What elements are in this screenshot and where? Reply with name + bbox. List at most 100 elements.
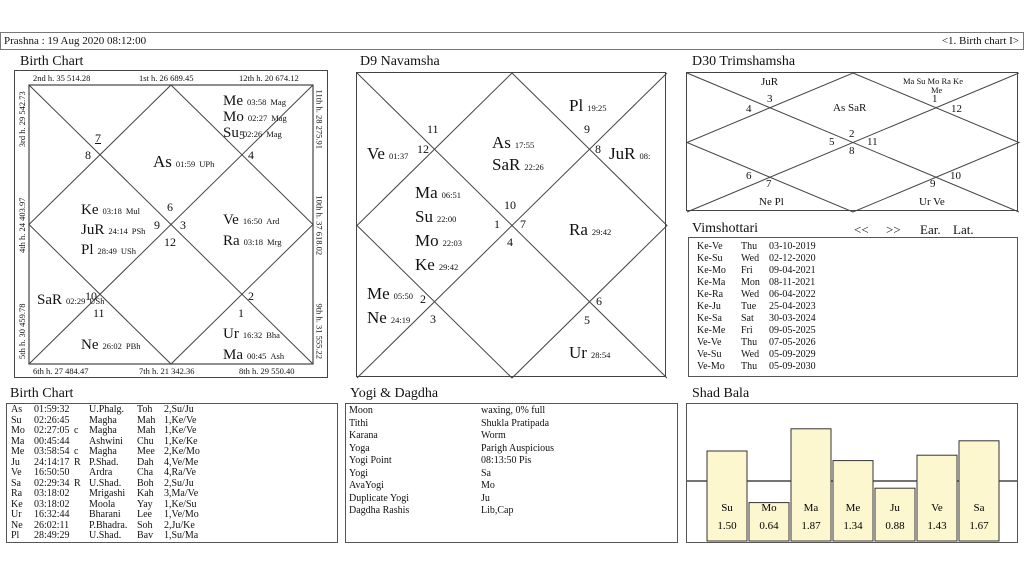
yogi-cell: 08:13:50 Pis — [481, 455, 532, 466]
planet-ur[interactable]: Ur 16:32 Bha — [223, 326, 280, 342]
planet-cell: 03:18:02 — [34, 488, 70, 499]
dasha-cell: Wed — [741, 253, 760, 264]
planet-pl[interactable]: Pl 19:25 — [569, 96, 607, 115]
planet-cell: P.Shad. — [89, 456, 119, 468]
chart-selector[interactable]: <1. Birth chart I> — [941, 35, 1019, 47]
dasha-cell: Thu — [741, 241, 758, 252]
yogi-cell: Tithi — [349, 417, 369, 429]
planet-cell: Ju — [11, 456, 20, 468]
planet-cell: Ur — [11, 509, 22, 520]
d9-chart-lines — [356, 72, 668, 379]
dasha-cell: Ke-Mo — [697, 265, 726, 276]
shad-bala-bar — [790, 428, 832, 542]
planet-cell: R — [74, 477, 81, 489]
house-number: 5 — [239, 128, 245, 142]
planet-ve[interactable]: Ve 01:37 — [367, 144, 409, 163]
planet-ne[interactable]: Ne 26:02 PBh — [81, 337, 141, 353]
dasha-cell: 03-10-2019 — [769, 241, 816, 252]
house-number: 1 — [494, 217, 500, 231]
d30-label: Me — [931, 85, 943, 95]
next-dasha-button[interactable]: >> — [886, 222, 901, 237]
planet-sa[interactable]: SaR 22:26 — [492, 155, 544, 174]
planet-ju[interactable]: JuR 08: — [609, 144, 651, 163]
yogi-cell: Duplicate Yogi — [349, 492, 409, 504]
planet-cell: 00:45:44 — [34, 435, 70, 447]
house-number: 7 — [95, 131, 101, 145]
birth-chart[interactable]: 2nd h. 35 514.28 1st h. 26 689.45 12th h… — [14, 70, 328, 378]
planet-ke[interactable]: Ke 03:18 Mul — [81, 202, 141, 218]
planet-ra[interactable]: Ra 29:42 — [569, 220, 612, 239]
house-number: 12 — [951, 103, 962, 115]
planet-sa[interactable]: SaR 02:29 USh — [37, 292, 105, 308]
planet-cell: Mee — [137, 446, 155, 457]
planet-ma[interactable]: Ma 06:51 — [415, 183, 462, 202]
d9-chart[interactable]: 11 12 9 8 10 1 7 4 2 3 6 5 Pl 19:25 As 1… — [356, 72, 668, 379]
planet-cell: c — [74, 425, 79, 436]
shad-bala-bar — [916, 454, 958, 542]
planet-ju[interactable]: JuR 24:14 PSh — [81, 222, 146, 238]
planet-mo[interactable]: Mo 02:27 Mag — [223, 109, 287, 125]
dasha-cell: Ke-Ju — [697, 301, 721, 312]
planet-cell: U.Shad. — [89, 530, 122, 541]
ascendant[interactable]: As 17:55 — [492, 133, 535, 152]
later-button[interactable]: Lat. — [953, 222, 974, 237]
planet-cell: R — [74, 456, 81, 468]
planet-ra[interactable]: Ra 03:18 Mrg — [223, 233, 282, 249]
planet-ve[interactable]: Ve 16:50 Ard — [223, 212, 280, 228]
planet-ne[interactable]: Ne 24:19 — [367, 308, 411, 327]
planet-ur[interactable]: Ur 28:54 — [569, 343, 611, 362]
planet-cell: 01:59:32 — [34, 404, 70, 415]
planet-cell: Magha — [89, 414, 117, 426]
dasha-cell: Mon — [741, 277, 760, 288]
planet-cell: 02:26:45 — [34, 414, 70, 426]
prev-dasha-button[interactable]: << — [854, 222, 869, 237]
planet-ma[interactable]: Ma 00:45 Ash — [223, 347, 285, 363]
planet-cell: Mah — [137, 425, 156, 436]
shad-bala-planet-label: Ve — [931, 502, 943, 514]
dasha-cell: 07-05-2026 — [769, 337, 816, 348]
dasha-cell: 08-11-2021 — [769, 277, 816, 288]
planet-cell: Dah — [137, 456, 154, 468]
planet-cell: Mah — [137, 414, 156, 426]
ascendant[interactable]: As 01:59 UPh — [153, 152, 215, 171]
planet-mo[interactable]: Mo 22:03 — [415, 231, 462, 250]
planet-ke[interactable]: Ke 29:42 — [415, 255, 459, 274]
planet-cell: 1,Ve/Mo — [164, 509, 199, 520]
planet-su[interactable]: Su 22:00 — [415, 207, 457, 226]
planet-pl[interactable]: Pl 28:49 USh — [81, 242, 137, 258]
planet-su[interactable]: Su 02:26 Mag — [223, 125, 282, 141]
planet-me[interactable]: Me 05:50 — [367, 284, 414, 303]
planet-me[interactable]: Me 03:58 Mag — [223, 93, 286, 109]
prashna-datetime: Prashna : 19 Aug 2020 08:12:00 — [4, 35, 147, 47]
earlier-button[interactable]: Ear. — [920, 222, 941, 237]
shad-bala-value-label: 1.34 — [843, 520, 863, 532]
d30-chart[interactable]: JuR Ma Su Mo Ra Ke Me As SaR Ne Pl Ur Ve… — [685, 72, 1021, 213]
